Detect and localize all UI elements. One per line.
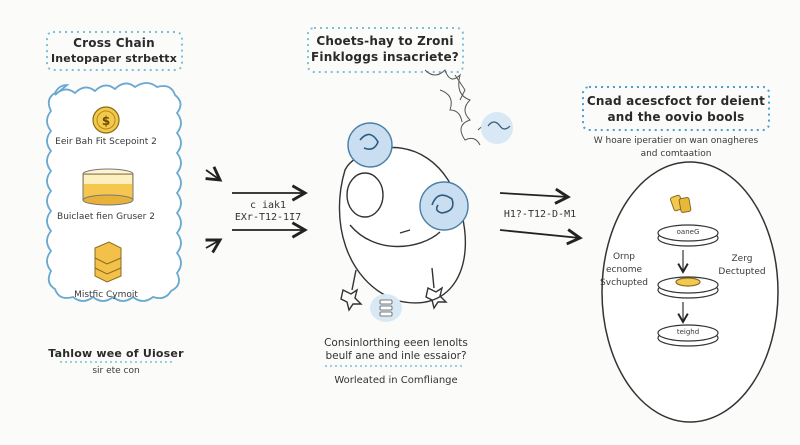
output-arrow-label: H1?-T12-D-M1 (503, 209, 577, 220)
left-note-3: Svchupted (600, 278, 648, 288)
jar-icon (82, 168, 134, 206)
left-note-1: Ornp (612, 252, 636, 262)
center-title-line2: Finkloggs insacriete? (311, 50, 459, 64)
disc-top-label: oaneG (676, 228, 700, 236)
right-title-line1: Cnad acescfoct for deient (586, 94, 766, 108)
blue-eye-left (347, 122, 393, 168)
center-caption-line1: Consinlorthing eeen lenolts (324, 337, 468, 349)
left-title-line1: Cross Chain (73, 36, 155, 50)
stack-icon (94, 241, 122, 283)
left-footer-title: Tahlow wee of Uioser (48, 347, 184, 360)
left-item-label-1: Eeir Bah Fit Scepoint 2 (55, 137, 157, 147)
left-footer-sub: sir ete con (92, 366, 140, 376)
coin-icon: $ (92, 106, 120, 134)
right-note-2: Dectupted (718, 267, 766, 277)
center-title-line1: Choets-hay to Zroni (316, 34, 454, 48)
left-item-label-3: Mistfic Cymoit (74, 290, 138, 300)
database-icon (370, 294, 402, 322)
left-item-label-2: Buiclaet fien Gruser 2 (57, 212, 155, 222)
center-caption-sub: Worleated in Comfliange (334, 375, 458, 386)
input-arrow-label-1: c iak1 (249, 200, 287, 211)
left-title-box (46, 31, 183, 71)
chips-icon (669, 194, 692, 213)
right-title-box (582, 86, 770, 131)
svg-text:$: $ (102, 114, 110, 128)
blue-eye-right (419, 181, 469, 231)
left-title-line2: Inetopaper strbettx (50, 52, 178, 65)
center-title-box (307, 27, 464, 73)
right-note-1: Zerg (731, 254, 753, 264)
disc-bottom-label: teighd (676, 328, 700, 336)
process-discs (657, 224, 719, 347)
output-arrows (499, 187, 583, 246)
input-arrow-label-2: EXr-T12-1I7 (234, 212, 302, 223)
small-badge-glyph (487, 121, 511, 130)
small-blue-badge (481, 112, 513, 144)
right-subtitle-line2: and comtaation (640, 149, 712, 159)
right-subtitle-line1: W hoare iperatier on wan onagheres (593, 136, 759, 146)
right-title-line2: and the oovio bools (607, 110, 745, 124)
input-arrows (205, 166, 308, 254)
center-caption-line2: beulf ane and inle essaior? (325, 350, 467, 362)
left-note-2: ecnome (606, 265, 642, 275)
